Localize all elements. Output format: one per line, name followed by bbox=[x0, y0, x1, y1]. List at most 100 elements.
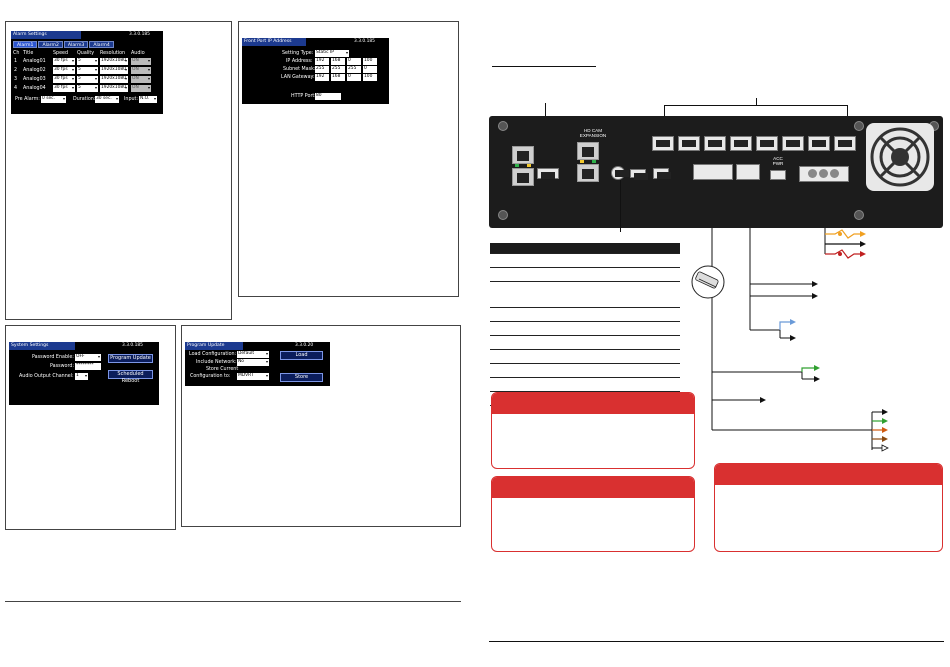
gateway-octet-2[interactable]: 168 bbox=[331, 74, 345, 81]
subnet-octet-4[interactable]: 0 bbox=[363, 66, 377, 73]
load-config-select[interactable]: Default bbox=[237, 351, 269, 358]
mini-connector-b bbox=[653, 168, 671, 179]
include-network-select[interactable]: No bbox=[237, 359, 269, 366]
row1-resolution-select[interactable]: 1920x1080 bbox=[100, 58, 128, 65]
row4-quality-select[interactable]: 5 bbox=[77, 85, 98, 92]
setting-type-select[interactable]: Static IP bbox=[315, 50, 349, 57]
callout-bracket-stem bbox=[756, 98, 757, 106]
arrow-green-icon bbox=[814, 365, 820, 371]
tab-alarm4[interactable]: Alarm4 bbox=[89, 41, 114, 48]
input-select[interactable]: N.O. bbox=[139, 96, 157, 103]
tab-alarm1[interactable]: Alarm1 bbox=[13, 41, 38, 48]
store-button[interactable]: Store bbox=[280, 373, 323, 382]
row2-ch: 2 bbox=[14, 68, 18, 73]
camera-connector-2 bbox=[678, 136, 700, 151]
system-settings-panel: System Settings 3.3.0.185 Password Enabl… bbox=[5, 325, 176, 530]
warning-box-2-header bbox=[492, 477, 694, 498]
gateway-octet-3[interactable]: 0 bbox=[347, 74, 361, 81]
gateway-octet-4[interactable]: 100 bbox=[363, 74, 377, 81]
arrow-green-icon bbox=[882, 418, 888, 424]
http-port-field[interactable]: 80 bbox=[315, 93, 341, 100]
ip-octet-4[interactable]: 100 bbox=[363, 58, 377, 65]
password-field[interactable]: ******** bbox=[75, 363, 101, 370]
row2-resolution-select[interactable]: 1920x1080 bbox=[100, 67, 128, 74]
power-pin-1 bbox=[808, 169, 817, 178]
row1-title: Analog01 bbox=[23, 59, 46, 64]
password-enable-select[interactable]: OFF bbox=[75, 354, 101, 361]
row3-quality-select[interactable]: 5 bbox=[77, 76, 98, 83]
duration-select[interactable]: 30 sec. bbox=[95, 96, 119, 103]
arrow-brown-icon bbox=[882, 436, 888, 442]
program-update-screen: Program Update 3.3.0.20 Load Configurati… bbox=[185, 342, 330, 386]
input-label: Input: bbox=[124, 97, 139, 102]
screw-top-left bbox=[498, 121, 508, 131]
audio-output-select[interactable]: 1 bbox=[75, 373, 88, 380]
connector-detail-icon bbox=[695, 271, 719, 289]
acc-pwr-label: ACC PWR bbox=[769, 156, 787, 166]
duration-label: Duration: bbox=[73, 97, 96, 102]
load-button[interactable]: Load bbox=[280, 351, 323, 360]
program-update-button[interactable]: Program Update bbox=[108, 354, 153, 363]
audio-output-label: Audio Output Channel: bbox=[19, 374, 74, 379]
screw-bottom-left bbox=[498, 210, 508, 220]
http-port-label: HTTP Port: bbox=[291, 94, 316, 99]
usb-port bbox=[537, 168, 559, 179]
col-header-ch: Ch bbox=[13, 51, 20, 56]
store-current-label: Store Current bbox=[206, 367, 239, 372]
ip-octet-3[interactable]: 0 bbox=[347, 58, 361, 65]
row3-resolution-select[interactable]: 1920x1080 bbox=[100, 76, 128, 83]
subnet-octet-2[interactable]: 255 bbox=[331, 66, 345, 73]
ethernet-led-1 bbox=[515, 164, 519, 167]
table-row bbox=[490, 321, 680, 336]
device-rear-panel: HD CAM EXPANSION ACC PWR bbox=[489, 116, 943, 228]
harness-connector-a bbox=[693, 164, 733, 180]
mini-connector-a bbox=[630, 169, 648, 180]
tab-alarm3[interactable]: Alarm3 bbox=[63, 41, 89, 48]
gateway-octet-1[interactable]: 192 bbox=[315, 74, 329, 81]
hd-cam-label-line1: HD CAM bbox=[583, 128, 603, 133]
camera-connector-6 bbox=[782, 136, 804, 151]
scheduled-reboot-button[interactable]: Scheduled Reboot bbox=[108, 370, 153, 384]
warning-box-1-header bbox=[492, 393, 694, 414]
hd-cam-expansion-port-2 bbox=[577, 164, 599, 182]
subnet-octet-3[interactable]: 255 bbox=[347, 66, 361, 73]
row3-speed-select[interactable]: 30 fps bbox=[53, 76, 75, 83]
store-config-select[interactable]: MDVRT bbox=[237, 373, 269, 380]
subnet-octet-1[interactable]: 255 bbox=[315, 66, 329, 73]
right-footer-rule bbox=[489, 641, 944, 642]
row1-audio-select[interactable]: ON bbox=[131, 58, 151, 65]
hd-cam-led-2 bbox=[592, 160, 596, 163]
wire-blue bbox=[779, 321, 790, 330]
system-settings-version: 3.3.0.185 bbox=[122, 343, 143, 348]
row4-audio-select[interactable]: ON bbox=[131, 85, 151, 92]
ip-octet-1[interactable]: 192 bbox=[315, 58, 329, 65]
row3-audio-select[interactable]: ON bbox=[131, 76, 151, 83]
camera-connector-4 bbox=[730, 136, 752, 151]
arrow-orange-icon bbox=[860, 231, 866, 237]
camera-connector-8 bbox=[834, 136, 856, 151]
subnet-label: Subnet Mask: bbox=[283, 67, 316, 72]
pre-alarm-select[interactable]: 0 sec. bbox=[41, 96, 66, 103]
heading-underline bbox=[492, 66, 596, 67]
ip-octet-2[interactable]: 168 bbox=[331, 58, 345, 65]
row4-resolution-select[interactable]: 1920x1080 bbox=[100, 85, 128, 92]
power-pin-3 bbox=[830, 169, 839, 178]
tab-alarm2[interactable]: Alarm2 bbox=[38, 41, 63, 48]
hd-cam-led-1 bbox=[580, 160, 584, 163]
power-pin-2 bbox=[819, 169, 828, 178]
row2-quality-select[interactable]: 5 bbox=[77, 67, 98, 74]
row4-speed-select[interactable]: 30 fps bbox=[53, 85, 75, 92]
left-footer-rule bbox=[5, 601, 461, 602]
camera-connector-7 bbox=[808, 136, 830, 151]
row2-audio-select[interactable]: ON bbox=[131, 67, 151, 74]
row4-title: Analog04 bbox=[23, 86, 46, 91]
row2-speed-select[interactable]: 30 fps bbox=[53, 67, 75, 74]
row1-speed-select[interactable]: 30 fps bbox=[53, 58, 75, 65]
row1-quality-select[interactable]: 5 bbox=[77, 58, 98, 65]
system-settings-screen: System Settings 3.3.0.185 Password Enabl… bbox=[9, 342, 159, 405]
ethernet-port-2 bbox=[512, 168, 534, 186]
warning-box-1 bbox=[491, 392, 695, 469]
arrow-white-icon bbox=[881, 444, 889, 452]
alarm-settings-panel: Alarm Settings 3.3.0.185 Alarm1 Alarm2 A… bbox=[5, 21, 232, 320]
arrow-orange-icon bbox=[882, 427, 888, 433]
